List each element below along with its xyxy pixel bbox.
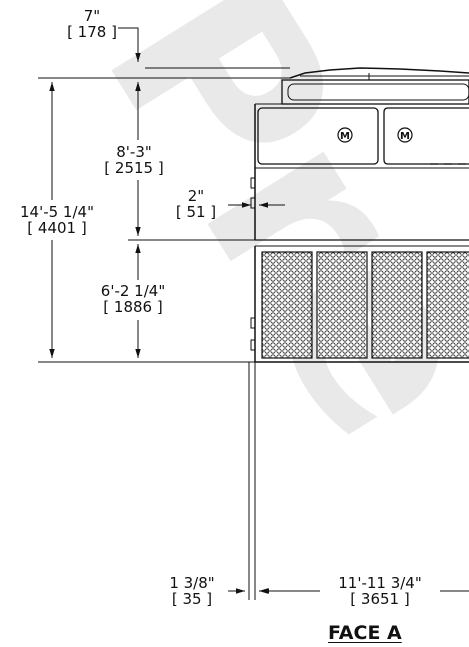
dim-total-height-label: 14'-5 1/4" [ 4401 ] (12, 204, 102, 236)
dim-base-offset-metric: [ 35 ] (171, 590, 213, 608)
dim-lower-section-metric: [ 1886 ] (103, 298, 163, 316)
dim-top-offset-label: 7" [ 178 ] (56, 8, 128, 40)
air-inlet-louver-4 (426, 251, 469, 359)
air-inlet-louver-2 (316, 251, 368, 359)
extension-lines (38, 67, 290, 363)
dim-base-offset-label: 1 3/8" [ 35 ] (158, 575, 226, 607)
dim-top-offset-metric: [ 178 ] (67, 23, 117, 41)
upper-casing (250, 104, 469, 247)
air-inlet-louver-1 (261, 251, 313, 359)
dim-ledge-metric: [ 51 ] (175, 203, 217, 221)
dim-width-metric: [ 3651 ] (350, 590, 410, 608)
logo-left (337, 127, 353, 143)
dim-upper-section-label: 8'-3" [ 2515 ] (98, 144, 170, 176)
logo-left-letter: M (340, 131, 350, 142)
air-inlet-louver-3 (371, 251, 423, 359)
fan-shroud (255, 67, 469, 105)
dim-total-height-imperial: 14'-5 1/4" (20, 203, 94, 221)
dim-width-imperial: 11'-11 3/4" (338, 574, 422, 592)
dim-lower-section-imperial: 6'-2 1/4" (100, 282, 166, 300)
lower-casing (250, 246, 469, 363)
dim-base-offset-imperial: 1 3/8" (169, 574, 215, 592)
dim-width-label: 11'-11 3/4" [ 3651 ] (322, 575, 438, 607)
dim-ledge-label: 2" [ 51 ] (168, 188, 224, 220)
logo-right-letter: M (400, 131, 410, 142)
dim-total-height-metric: [ 4401 ] (27, 219, 87, 237)
view-title: FACE A (328, 622, 402, 644)
dim-lower-section-label: 6'-2 1/4" [ 1886 ] (78, 283, 188, 315)
logo-right (397, 127, 413, 143)
dim-upper-section-metric: [ 2515 ] (104, 159, 164, 177)
dim-ledge-imperial: 2" (187, 187, 205, 205)
dim-top-offset-imperial: 7" (83, 7, 101, 25)
base-support-leg (248, 362, 256, 600)
dim-upper-section-imperial: 8'-3" (116, 143, 152, 161)
